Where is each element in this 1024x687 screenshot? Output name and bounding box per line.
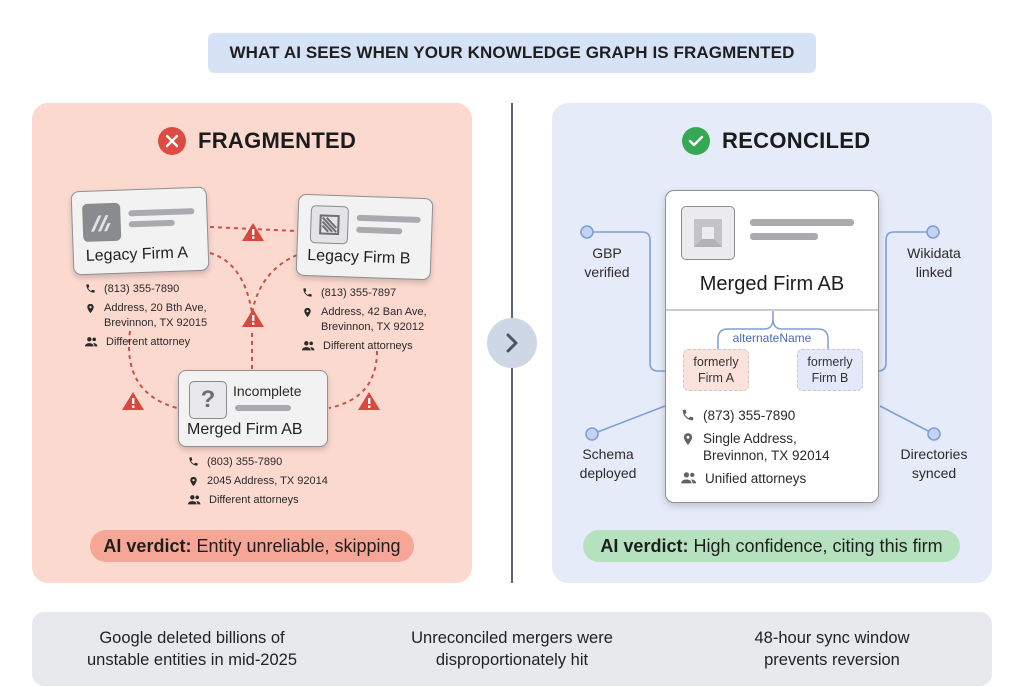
incomplete-label: Incomplete xyxy=(233,383,302,399)
alternate-name-label: alternateName xyxy=(732,331,812,345)
fragmented-heading: FRAGMENTED xyxy=(158,127,356,155)
legacy-firm-a-details: (813) 355-7890 Address, 20 Bth Ave, Brevi… xyxy=(85,282,207,354)
placeholder-bar xyxy=(235,405,291,411)
warning-icon xyxy=(242,309,264,327)
transition-button[interactable] xyxy=(487,318,537,368)
node-dot xyxy=(585,427,599,441)
x-circle-icon xyxy=(158,127,186,155)
people-icon xyxy=(85,337,98,347)
node-dot xyxy=(927,427,941,441)
card-name: Legacy Firm B xyxy=(307,247,411,268)
people-icon xyxy=(302,341,315,351)
phone-icon xyxy=(189,457,198,466)
phone-icon xyxy=(86,284,95,293)
address-line-1: Address, 20 Bth Ave, xyxy=(104,302,207,314)
address-line-1: Single Address, xyxy=(703,431,797,446)
connector-b-merged xyxy=(251,254,298,314)
warning-icon xyxy=(358,392,380,410)
connector-a-merged xyxy=(209,252,253,314)
address-line-1: Address, 42 Ban Ave, xyxy=(321,306,427,318)
reconciled-heading-text: RECONCILED xyxy=(722,128,871,153)
page-title: WHAT AI SEES WHEN YOUR KNOWLEDGE GRAPH I… xyxy=(208,33,816,73)
location-pin-icon xyxy=(304,307,311,318)
warning-icon xyxy=(242,223,264,241)
connector-gbp xyxy=(592,231,680,372)
placeholder-bar xyxy=(750,219,854,226)
phone-text: (813) 355-7897 xyxy=(321,287,397,299)
placeholder-bar xyxy=(128,208,195,217)
phone-icon xyxy=(682,409,694,421)
address-line-1: 2045 Address, TX 92014 xyxy=(207,475,328,487)
merged-firm-incomplete-card[interactable]: ? Incomplete Merged Firm AB xyxy=(178,370,328,447)
node-dot xyxy=(580,225,594,239)
warning-icon xyxy=(122,392,144,410)
merged-firm-details: (873) 355-7890 Single Address, Brevinnon,… xyxy=(681,407,830,491)
verdict-label: AI verdict: xyxy=(103,535,192,556)
location-pin-icon xyxy=(87,303,94,314)
reconciled-heading: RECONCILED xyxy=(682,127,870,155)
legacy-firm-a-card[interactable]: Legacy Firm A xyxy=(70,186,210,276)
address-line-2: Brevinnon, TX 92014 xyxy=(703,448,830,463)
phone-text: (803) 355-7890 xyxy=(207,456,283,468)
connector-wikidata xyxy=(852,231,932,372)
attorneys-text: Unified attorneys xyxy=(705,471,807,486)
phone-icon xyxy=(303,288,312,297)
placeholder-bar xyxy=(750,233,818,240)
placeholder-bar xyxy=(356,226,403,235)
card-name: Merged Firm AB xyxy=(187,421,303,438)
location-pin-icon xyxy=(683,433,693,445)
question-mark-icon: ? xyxy=(189,381,227,419)
phone-text: (813) 355-7890 xyxy=(104,283,180,295)
people-icon xyxy=(188,495,201,505)
connector-left-arc xyxy=(128,330,178,409)
check-circle-icon xyxy=(682,127,710,155)
merged-firm-logo-icon xyxy=(681,206,735,260)
verdict-text: Entity unreliable, skipping xyxy=(196,535,401,556)
fragmented-verdict: AI verdict: Entity unreliable, skipping xyxy=(90,530,414,562)
attorneys-text: Different attorneys xyxy=(209,494,299,506)
verdict-text: High confidence, citing this firm xyxy=(693,535,943,556)
merged-firm-incomplete-details: (803) 355-7890 2045 Address, TX 92014 Di… xyxy=(188,455,328,512)
connector-right-arc xyxy=(328,350,378,409)
verdict-label: AI verdict: xyxy=(600,535,689,556)
address-line-2: Brevinnon, TX 92015 xyxy=(104,317,208,329)
attorneys-text: Different attorney xyxy=(106,336,191,348)
connector-directories xyxy=(879,405,933,434)
people-icon xyxy=(681,472,697,484)
legacy-a-logo-icon xyxy=(82,202,122,242)
fragmented-heading-text: FRAGMENTED xyxy=(198,128,357,153)
card-name: Legacy Firm A xyxy=(85,244,189,265)
address-line-2: Brevinnon, TX 92012 xyxy=(321,321,425,333)
node-dot xyxy=(926,225,940,239)
reconciled-connectors xyxy=(580,225,941,441)
card-name: Merged Firm AB xyxy=(699,273,845,295)
placeholder-bar xyxy=(356,214,421,223)
location-pin-icon xyxy=(190,476,197,487)
attorneys-text: Different attorneys xyxy=(323,340,413,352)
connector-schema xyxy=(594,405,666,434)
chevron-right-icon xyxy=(506,333,518,353)
phone-text: (873) 355-7890 xyxy=(703,408,796,423)
reconciled-verdict: AI verdict: High confidence, citing this… xyxy=(583,530,960,562)
card-divider xyxy=(666,309,878,311)
placeholder-bar xyxy=(128,219,175,228)
legacy-b-logo-icon xyxy=(309,205,350,245)
legacy-firm-b-details: (813) 355-7897 Address, 42 Ban Ave, Brevi… xyxy=(302,286,427,358)
legacy-firm-b-card[interactable]: Legacy Firm B xyxy=(295,193,434,281)
alternate-name-bracket xyxy=(717,311,829,349)
